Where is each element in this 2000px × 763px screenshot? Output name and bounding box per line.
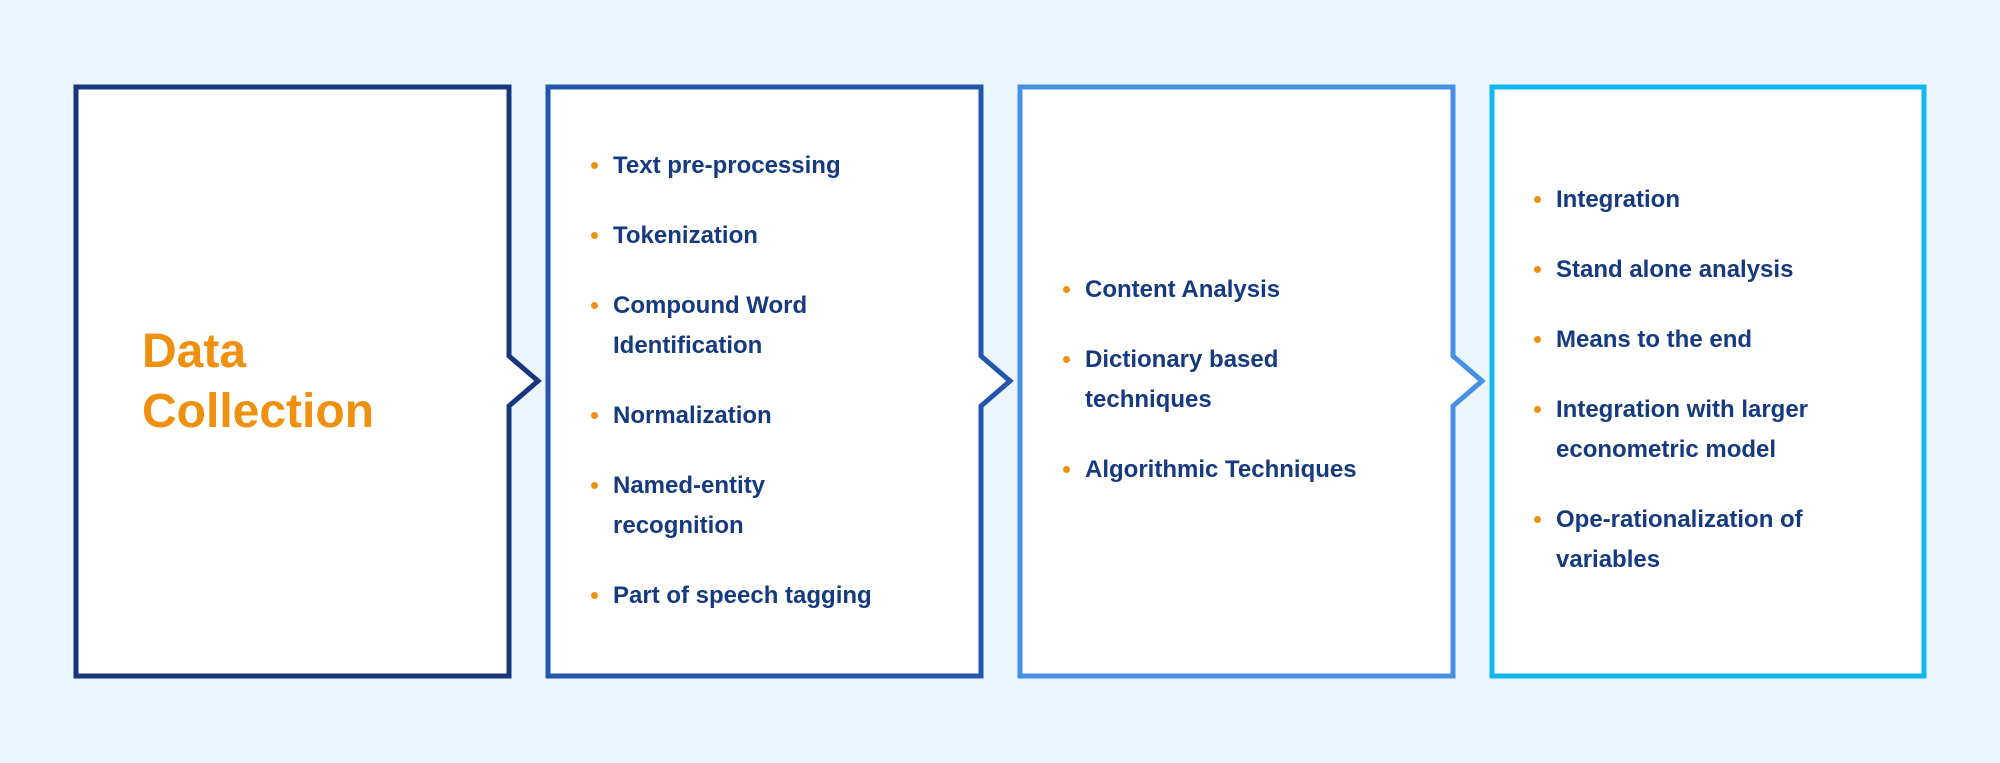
list-item: Compound Word Identification <box>591 286 853 366</box>
bullet-icon <box>591 412 598 419</box>
list-item: Integration <box>1534 180 1914 220</box>
bullet-icon <box>1063 466 1070 473</box>
list-item: Means to the end <box>1534 320 1914 360</box>
item-text: Algorithmic Techniques <box>1085 456 1357 483</box>
list-item: Named-entity recognition <box>591 466 853 546</box>
bullet-icon <box>591 232 598 239</box>
bullet-icon <box>591 162 598 169</box>
bullet-icon <box>1534 336 1541 343</box>
item-text: Dictionary based techniques <box>1085 346 1279 413</box>
list-item: Text pre-processing <box>591 146 971 186</box>
item-text: Integration <box>1556 186 1680 213</box>
panel-3-content: Content Analysis Dictionary based techni… <box>1063 270 1443 490</box>
panel-4-list: Integration Stand alone analysis Means t… <box>1534 180 1914 580</box>
item-text: Integration with larger econometric mode… <box>1556 396 1809 463</box>
bullet-icon <box>591 302 598 309</box>
panel-4-frame <box>1489 84 1927 679</box>
title-line-2: Collection <box>142 385 375 438</box>
list-item: Ope-rationalization of variables <box>1534 500 1846 580</box>
panel-2-content: Text pre-processing Tokenization Compoun… <box>591 146 971 616</box>
bullet-icon <box>1534 406 1541 413</box>
bullet-icon <box>591 482 598 489</box>
item-text: Means to the end <box>1556 326 1753 353</box>
item-text: Text pre-processing <box>613 152 841 179</box>
bullet-icon <box>1534 266 1541 273</box>
list-item: Tokenization <box>591 216 971 256</box>
list-item: Part of speech tagging <box>591 576 971 616</box>
item-text: Stand alone analysis <box>1556 256 1794 283</box>
bullet-icon <box>1534 516 1541 523</box>
list-item: Normalization <box>591 396 971 436</box>
panel-1-frame <box>73 84 542 679</box>
list-item: Content Analysis <box>1063 270 1443 310</box>
item-text: Part of speech tagging <box>613 582 872 609</box>
title-line-1: Data <box>142 325 247 378</box>
list-item: Dictionary based techniques <box>1063 340 1345 420</box>
panel-2-frame <box>545 84 1014 679</box>
list-item: Stand alone analysis <box>1534 250 1914 290</box>
item-text: Tokenization <box>613 222 758 249</box>
item-text: Compound Word Identification <box>613 292 808 359</box>
bullet-icon <box>1534 196 1541 203</box>
panel-3-frame <box>1017 84 1486 679</box>
list-item: Algorithmic Techniques <box>1063 450 1443 490</box>
bullet-icon <box>1063 286 1070 293</box>
bullet-icon <box>1063 356 1070 363</box>
item-text: Named-entity recognition <box>613 472 766 539</box>
item-text: Ope-rationalization of variables <box>1556 506 1803 573</box>
bullet-icon <box>591 592 598 599</box>
list-item: Integration with larger econometric mode… <box>1534 390 1876 470</box>
item-text: Content Analysis <box>1085 276 1281 303</box>
panel-2-list: Text pre-processing Tokenization Compoun… <box>591 146 971 616</box>
item-text: Normalization <box>613 402 772 429</box>
panel-4-content: Integration Stand alone analysis Means t… <box>1534 180 1914 580</box>
panel-3-list: Content Analysis Dictionary based techni… <box>1063 270 1443 490</box>
panel-1-title: Data Collection <box>142 322 472 442</box>
